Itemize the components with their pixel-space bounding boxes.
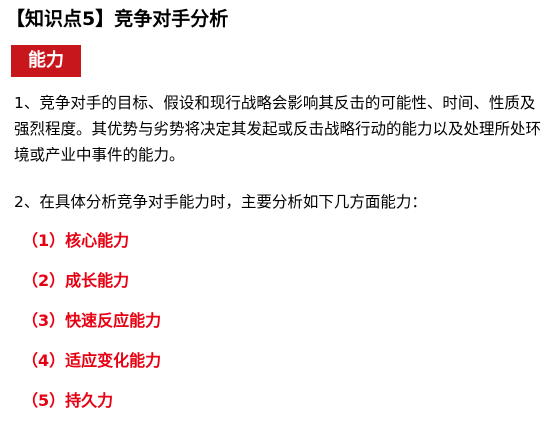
ability-item-core: （1）核心能力 [22, 231, 130, 250]
ability-item-growth: （2）成长能力 [22, 271, 130, 290]
ability-item-endurance: （5）持久力 [22, 391, 114, 410]
section-badge: 能力 [11, 45, 81, 77]
ability-item-adaptation: （4）适应变化能力 [22, 351, 162, 370]
slide-title: 【知识点5】竞争对手分析 [6, 8, 229, 30]
paragraph-ability-analysis: 2、在具体分析竞争对手能力时，主要分析如下几方面能力： [14, 193, 427, 211]
ability-list: （1）核心能力 （2）成长能力 （3）快速反应能力 （4）适应变化能力 （5）持… [22, 225, 161, 425]
paragraph-competitor-influence: 1、竞争对手的目标、假设和现行战略会影响其反击的可能性、时间、性质及强烈程度。其… [14, 94, 542, 164]
ability-item-fast-response: （3）快速反应能力 [22, 311, 162, 330]
